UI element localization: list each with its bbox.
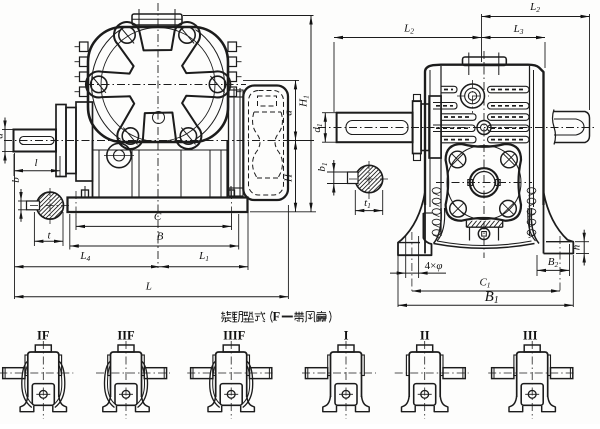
svg-text:II: II <box>420 329 430 343</box>
svg-text:B2: B2 <box>548 256 559 269</box>
svg-text:III: III <box>523 329 538 343</box>
svg-text:L1: L1 <box>198 250 209 263</box>
svg-text:a: a <box>283 110 295 116</box>
svg-text:L3: L3 <box>513 23 524 36</box>
svg-text:d1: d1 <box>311 123 324 132</box>
svg-text:I: I <box>344 329 349 343</box>
svg-text:d: d <box>0 133 6 139</box>
svg-text:H: H <box>283 173 295 183</box>
svg-text:H1: H1 <box>298 95 311 108</box>
svg-text:C: C <box>154 211 162 223</box>
svg-text:F: F <box>272 310 280 324</box>
svg-text:L: L <box>145 281 152 293</box>
svg-text:h: h <box>571 244 583 250</box>
svg-text:L4: L4 <box>79 250 90 263</box>
svg-text:b1: b1 <box>316 162 329 171</box>
svg-text:t1: t1 <box>364 197 371 210</box>
svg-text:C1: C1 <box>479 277 490 290</box>
svg-text:B: B <box>157 231 164 243</box>
svg-text:4×φ: 4×φ <box>425 260 443 272</box>
svg-text:t: t <box>47 230 51 242</box>
svg-text:L2: L2 <box>529 1 540 14</box>
svg-text:b: b <box>10 177 22 183</box>
svg-text:IF: IF <box>37 329 50 343</box>
svg-text:l: l <box>34 157 37 169</box>
svg-text:L2: L2 <box>403 23 414 36</box>
svg-text:IIIF: IIIF <box>223 329 246 343</box>
svg-text:IIF: IIF <box>117 329 135 343</box>
